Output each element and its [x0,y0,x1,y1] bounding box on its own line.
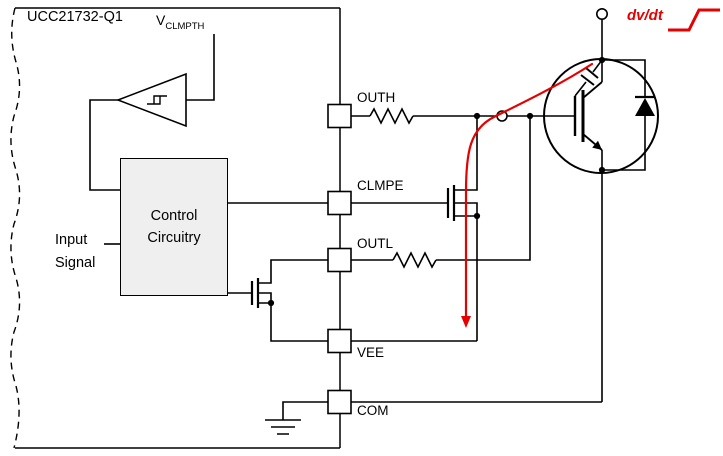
ic-border [15,7,341,449]
junction-dot [267,299,275,307]
outl-wire [351,116,531,261]
pin-label-outl: OUTL [357,236,394,251]
cap-lead-bottom [574,81,587,97]
junction-dots [267,56,606,307]
freewheel-diode [602,59,655,171]
diode-triangle [635,98,655,116]
control-block-line1: Control [150,208,198,224]
miller-current-arrowhead [461,316,471,328]
dvdt-step-waveform [668,8,720,32]
external-wires [351,107,603,403]
vclmpth-wire [186,34,215,101]
nmos-external-miller-clamp [446,116,478,341]
pin-label-clmpe: CLMPE [357,178,404,193]
ic-name: UCC21732-Q1 [27,9,123,25]
igbt-in-circle [543,8,659,174]
gate-on-resistor [369,107,414,125]
control-block-line2: Circuitry [147,230,201,246]
miller-current-arrow [461,62,594,328]
ic-boundary [10,7,341,449]
diode-bottom-wire [602,116,646,171]
vclmpth-label: VCLMPTH [156,12,204,35]
hysteresis-icon [147,95,167,105]
junction-dot [598,56,606,64]
miller-current-path [464,62,594,318]
nmos-internal-pulldown [250,278,260,308]
pin-label-com: COM [357,403,389,418]
ground-symbol [265,401,328,435]
emitter-arrow [592,140,602,150]
nmos-drain-wire [454,116,478,191]
pin-box-outl [327,247,352,273]
cap-plate-2 [580,74,595,86]
internal-fet-drain-wire [258,259,328,284]
junction-dot [526,112,534,120]
junction-dot [598,166,606,174]
junction-dot [473,212,481,220]
input-signal-line1: Input [55,232,88,248]
igbt-collector-lead [582,81,603,99]
nmos-bulk-wire [454,202,478,216]
vclmpth-sub: CLMPTH [165,20,205,32]
comparator-triangle [115,72,187,128]
pin-label-outh: OUTH [357,90,396,105]
input-signal-label: Input Signal [55,229,95,275]
schmitt-comparator [115,72,187,128]
dvdt-label: dv/dt [627,7,663,24]
pin-box-vee [327,328,352,354]
internal-fet-source-wire [258,302,328,342]
junction-dot [473,112,481,120]
pin-box-com [327,389,352,415]
diode-top-wire [602,59,646,98]
cap-plate-1 [585,67,599,79]
internal-wires [89,34,328,342]
internal-fet-bulk-wire [258,292,272,303]
vclmpth-main: V [156,12,166,28]
collector-terminal [595,8,608,20]
pin-box-clmpe [327,190,352,216]
comparator-output-wire [89,99,120,191]
pin-boxes [327,103,352,415]
control-circuitry-block: Control Circuitry [120,158,228,296]
input-signal-line2: Signal [55,255,96,271]
gate-off-resistor [392,251,437,269]
ic-torn-left-edge [10,7,21,449]
pin-label-vee: VEE [357,345,385,360]
pin-box-outh [327,103,352,129]
